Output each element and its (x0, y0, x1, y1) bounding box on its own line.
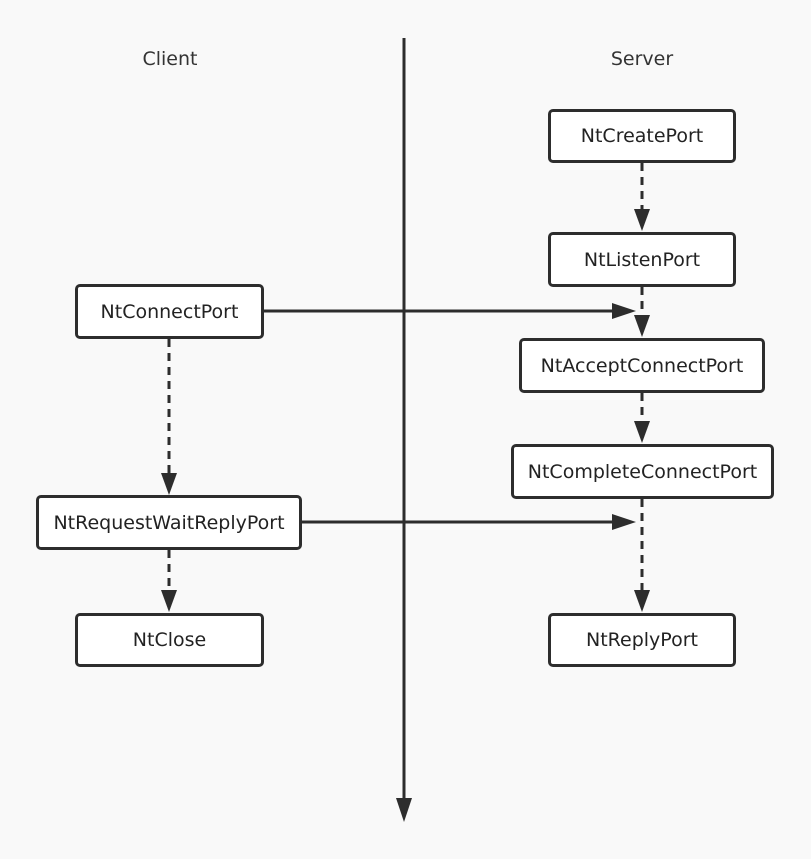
client-lane-title: Client (142, 48, 198, 70)
node-ntrequestwaitreplyport[interactable]: NtRequestWaitReplyPort (36, 495, 302, 550)
arrowhead-connectport-to-server (612, 303, 636, 319)
node-ntcreateport[interactable]: NtCreatePort (548, 109, 736, 163)
node-ntconnectport[interactable]: NtConnectPort (75, 284, 264, 339)
arrowhead-requestwaitreplyport-to-server (612, 514, 636, 530)
node-ntlistenport[interactable]: NtListenPort (548, 232, 736, 287)
node-ntclose[interactable]: NtClose (75, 613, 264, 667)
arrowhead-close (161, 590, 177, 612)
node-ntreplyport[interactable]: NtReplyPort (548, 613, 736, 667)
node-ntacceptconnectport[interactable]: NtAcceptConnectPort (519, 338, 765, 393)
node-ntcompleteconnectport[interactable]: NtCompleteConnectPort (511, 444, 774, 499)
arrowhead-acceptconnectport (634, 315, 650, 337)
arrowhead-listenport (634, 209, 650, 231)
server-lane-title: Server (610, 48, 674, 70)
arrowhead-requestwaitreplyport (161, 473, 177, 495)
arrowhead-replyport (634, 590, 650, 612)
arrowhead-completeconnectport (634, 421, 650, 443)
timeline-arrowhead (396, 798, 412, 822)
